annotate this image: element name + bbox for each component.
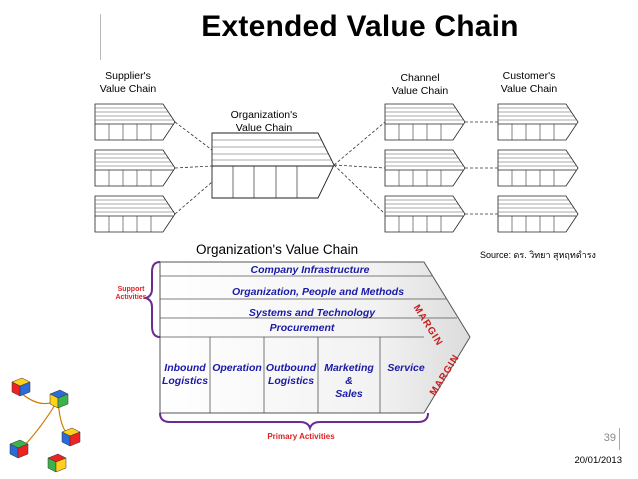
primary-activity-outbound-logistics: Outbound Logistics <box>265 362 317 387</box>
primary-activity-marketing-sales: Marketing & Sales <box>324 362 374 400</box>
cube-icon <box>47 453 67 473</box>
organization-chain <box>211 132 335 199</box>
support-activities-label: Support Activities <box>115 286 147 301</box>
footer-divider <box>619 428 620 450</box>
organization-value-chain-label: Organization's Value Chain <box>230 109 298 134</box>
cube-icon <box>9 439 29 459</box>
primary-activities-brace <box>159 412 429 432</box>
support-activities-brace <box>142 261 161 338</box>
customer-value-chain-label: Customer's Value Chain <box>500 70 558 95</box>
primary-activities-label: Primary Activities <box>267 432 335 441</box>
cubes-decoration <box>9 377 81 473</box>
support-activity-procurement: Procurement <box>269 322 335 334</box>
source-credit: Source: ดร. วิทยา สุหฤทดำรง <box>480 250 596 260</box>
support-activity-company-infrastructure: Company Infrastructure <box>250 264 370 276</box>
support-activity-organization-people-methods: Organization, People and Methods <box>231 286 405 298</box>
value-chain-arrow <box>159 261 471 414</box>
support-activity-systems-technology: Systems and Technology <box>248 307 376 319</box>
title-divider <box>100 14 101 60</box>
slide-number: 39 <box>603 432 616 444</box>
primary-activity-inbound-logistics: Inbound Logistics <box>161 362 209 387</box>
slide-title: Extended Value Chain <box>201 10 519 43</box>
extended-value-chain-diagram <box>94 103 579 233</box>
slide-date: 20/01/2013 <box>574 455 622 466</box>
organization-value-chain-heading: Organization's Value Chain <box>196 242 359 257</box>
cube-icon <box>11 377 31 397</box>
primary-activity-operation: Operation <box>212 362 262 374</box>
cube-icon <box>61 427 81 447</box>
channel-value-chain-label: Channel Value Chain <box>391 72 449 97</box>
supplier-value-chain-label: Supplier's Value Chain <box>99 70 157 95</box>
cube-icon <box>49 389 69 409</box>
chain-connectors <box>174 121 498 215</box>
primary-activity-service: Service <box>387 362 425 374</box>
